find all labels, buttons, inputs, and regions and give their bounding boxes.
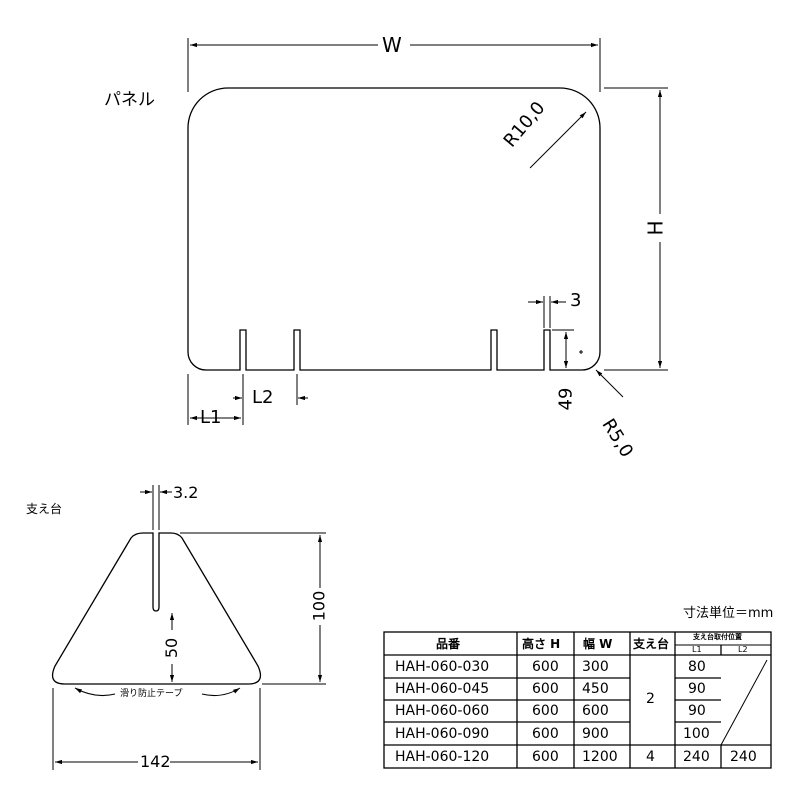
header-stand-pos: 支え台取付位置: [693, 633, 742, 641]
stand-label: 支え台: [26, 502, 63, 516]
stand-slot-depth-label: 50: [162, 637, 182, 659]
row2-part-no: HAH-060-045: [395, 681, 490, 697]
l2-empty-diagonal: [720, 659, 768, 746]
header-width: 幅 W: [583, 637, 613, 651]
spec-table: [383, 631, 772, 769]
row3-height: 600: [532, 703, 559, 719]
panel-drawing: [187, 38, 668, 425]
r5-leader: [595, 369, 624, 398]
stand-base-width-label: 142: [140, 752, 171, 771]
stand-height-label: 100: [309, 590, 329, 622]
stand-outline: [51, 532, 262, 685]
panel-width-label: W: [382, 33, 402, 57]
row1-part-no: HAH-060-030: [395, 659, 490, 675]
slot-width-label: 3: [570, 290, 582, 311]
r10-leader: [529, 111, 587, 169]
row5-width: 1200: [582, 749, 618, 765]
row5-part-no: HAH-060-120: [395, 749, 490, 765]
panel-height-label: H: [643, 220, 668, 236]
header-part-no: 品番: [436, 637, 461, 651]
header-l1: L1: [692, 645, 702, 654]
row5-height: 600: [532, 749, 559, 765]
anti-slip-tape-label: 滑り防止テープ: [120, 689, 183, 699]
panel-label: パネル: [104, 90, 155, 110]
row1-l1: 80: [688, 659, 706, 675]
row4-part-no: HAH-060-090: [395, 726, 490, 742]
row1-width: 300: [582, 659, 609, 675]
row4-height: 600: [532, 726, 559, 742]
row3-l1: 90: [688, 703, 706, 719]
stand-slot-width-label: 3.2: [173, 483, 199, 502]
row4-l1: 100: [683, 726, 710, 742]
header-stand: 支え台: [633, 637, 670, 651]
row5-l1: 240: [683, 749, 710, 765]
header-l2: L2: [738, 645, 748, 654]
row1-height: 600: [532, 659, 559, 675]
tape-right-arrow: [201, 687, 241, 696]
tape-left-arrow: [74, 687, 116, 696]
row2-l1: 90: [688, 681, 706, 697]
row5-l2: 240: [730, 749, 757, 765]
row4-width: 900: [582, 726, 609, 742]
row2-height: 600: [532, 681, 559, 697]
row3-width: 600: [582, 703, 609, 719]
l2-label: L2: [252, 387, 274, 408]
panel-outline: [187, 87, 601, 371]
stand-drawing: [51, 485, 326, 770]
stand-count-merged: 2: [646, 691, 655, 707]
l1-label: L1: [200, 407, 222, 428]
row3-part-no: HAH-060-060: [395, 703, 490, 719]
stand-count-last: 4: [646, 749, 655, 765]
header-height: 高さ H: [522, 637, 561, 651]
unit-note: 寸法単位＝mm: [683, 606, 774, 621]
slot-depth-label: 49: [555, 387, 577, 411]
row2-width: 450: [582, 681, 609, 697]
